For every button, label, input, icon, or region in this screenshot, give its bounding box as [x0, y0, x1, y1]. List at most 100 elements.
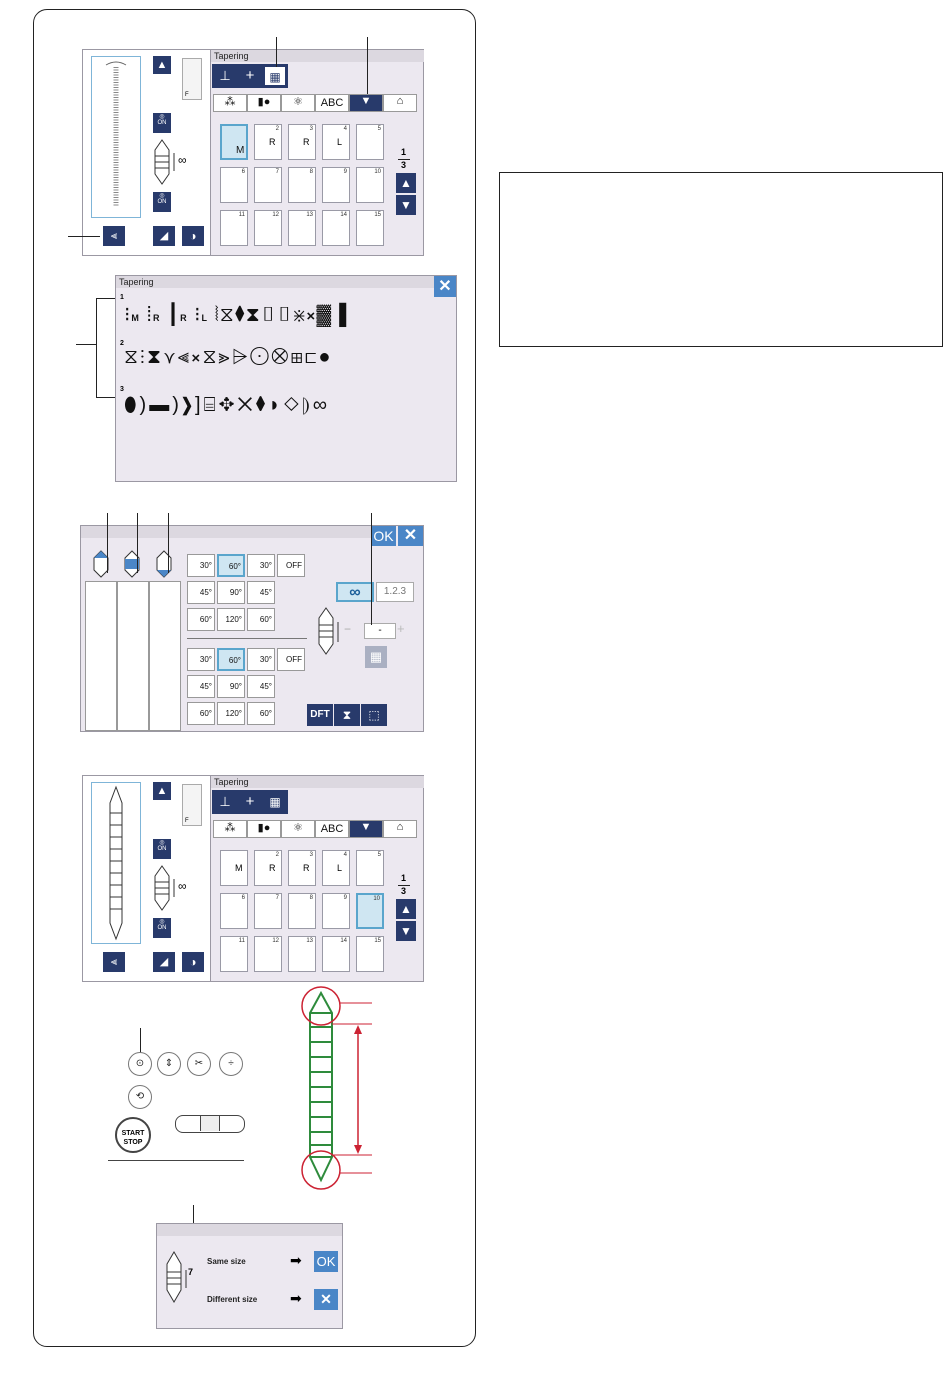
- start-angle-30-left[interactable]: 30°: [187, 554, 215, 577]
- end-angle-60-right[interactable]: 60°: [247, 702, 275, 725]
- tab-buttonhole-2[interactable]: ▮●: [247, 820, 281, 838]
- tab-utility-2[interactable]: ⁂: [213, 820, 247, 838]
- stitch-cell-8[interactable]: 8: [288, 167, 316, 203]
- page-up-button[interactable]: ▲: [396, 173, 416, 193]
- mirror-key-icon[interactable]: ◑: [182, 226, 204, 246]
- minus-button[interactable]: −: [344, 622, 352, 636]
- stitch-cell-13[interactable]: 13: [288, 210, 316, 246]
- row1-stitch-r1[interactable]: ⁞R: [146, 304, 161, 326]
- stitch-cell-9[interactable]: 9: [322, 167, 350, 203]
- row1-stitch-m[interactable]: ⁝M: [124, 304, 140, 326]
- tab-decorative[interactable]: ⚛: [281, 94, 315, 112]
- stitch-cell-15[interactable]: 15: [356, 210, 384, 246]
- lock-end-on-button-2[interactable]: ◎ON: [153, 918, 171, 938]
- end-angle-45-left[interactable]: 45°: [187, 675, 215, 698]
- dft-button[interactable]: DFT: [307, 704, 333, 726]
- stitch-cell-12[interactable]: 12: [254, 210, 282, 246]
- ok-button[interactable]: OK: [371, 526, 396, 546]
- needle-position-icon[interactable]: +: [245, 67, 255, 84]
- stitch-cell-5[interactable]: 5: [356, 124, 384, 160]
- presser-foot-mode-icon-2[interactable]: ⊥: [219, 794, 231, 809]
- page-up-button-2[interactable]: ▲: [396, 899, 416, 919]
- tab-utility[interactable]: ⁂: [213, 94, 247, 112]
- tab-shirt[interactable]: ⌂: [383, 94, 417, 112]
- stitch-cell-10[interactable]: 10: [356, 167, 384, 203]
- tab-buttonhole[interactable]: ▮●: [247, 94, 281, 112]
- end-taper-icon[interactable]: [156, 550, 172, 578]
- lock-end-on-button[interactable]: ◎ON: [153, 192, 171, 212]
- start-angle-45-right[interactable]: 45°: [247, 581, 275, 604]
- stitch-cell-b12[interactable]: 12: [254, 936, 282, 972]
- stitch-cell-b8[interactable]: 8: [288, 893, 316, 929]
- infinity-button[interactable]: ∞: [336, 582, 374, 602]
- start-angle-off[interactable]: OFF: [277, 554, 305, 577]
- elongation-key-icon-2[interactable]: ◢: [153, 952, 175, 972]
- stitch-cell-b10[interactable]: 10: [356, 893, 384, 929]
- stitch-cell-b5[interactable]: 5: [356, 850, 384, 886]
- plus-button[interactable]: +: [397, 621, 405, 636]
- stitch-menu-icon-2[interactable]: ▦: [269, 795, 281, 809]
- count-button[interactable]: 1.2.3: [376, 582, 414, 602]
- tab-letters-2[interactable]: ABC: [315, 820, 349, 838]
- tab-shirt-2[interactable]: ⌂: [383, 820, 417, 838]
- row1-stitch-rest[interactable]: ⦚⧖⧫⧗▯▯⋇⨯▓▐: [214, 304, 348, 326]
- reverse-button[interactable]: ⟲: [128, 1085, 152, 1109]
- cancel-button[interactable]: ✕: [398, 526, 423, 546]
- end-angle-60-left[interactable]: 60°: [187, 702, 215, 725]
- speed-slider-knob[interactable]: [200, 1116, 220, 1131]
- start-taper-icon[interactable]: [93, 550, 109, 578]
- memory-button[interactable]: ⬚: [361, 704, 387, 726]
- end-angle-30-right[interactable]: 30°: [247, 648, 275, 671]
- stitch-row-2[interactable]: ⧖⫶⧗⋎⫷⨯⧖⪢⩥⨀⨂⊞⊏●: [124, 346, 333, 368]
- page-down-button[interactable]: ▼: [396, 195, 416, 215]
- start-angle-45-left[interactable]: 45°: [187, 581, 215, 604]
- stitch-cell-6[interactable]: 6: [220, 167, 248, 203]
- tapering-key-icon-2[interactable]: ⫷: [103, 952, 125, 972]
- middle-taper-icon[interactable]: [124, 550, 140, 578]
- elongation-key-icon[interactable]: ◢: [153, 226, 175, 246]
- tab-tapering[interactable]: ▼: [349, 94, 383, 112]
- lock-start-on-button-2[interactable]: ◎ON: [153, 839, 171, 859]
- lock-stitch-button[interactable]: ⊙: [128, 1052, 152, 1076]
- needle-up-down-button[interactable]: ⇕: [157, 1052, 181, 1076]
- dialog-ok-button[interactable]: OK: [314, 1251, 338, 1272]
- tab-decorative-2[interactable]: ⚛: [281, 820, 315, 838]
- end-angle-off[interactable]: OFF: [277, 648, 305, 671]
- stitch-cell-14[interactable]: 14: [322, 210, 350, 246]
- end-angle-45-right[interactable]: 45°: [247, 675, 275, 698]
- presser-foot-mode-icon[interactable]: ⊥: [219, 68, 231, 83]
- end-angle-90[interactable]: 90°: [217, 675, 245, 698]
- stitch-row-1[interactable]: ⁝M ⁞R ┃R ⁝L ⦚⧖⧫⧗▯▯⋇⨯▓▐: [124, 302, 449, 332]
- stitch-menu-icon[interactable]: ▦: [264, 66, 286, 86]
- stitch-cell-b14[interactable]: 14: [322, 936, 350, 972]
- stitch-cell-7[interactable]: 7: [254, 167, 282, 203]
- stitch-cell-1[interactable]: M: [220, 124, 248, 160]
- row1-stitch-l[interactable]: ⁝L: [194, 304, 209, 326]
- tab-letters[interactable]: ABC: [315, 94, 349, 112]
- calculator-icon[interactable]: ▦: [365, 646, 387, 668]
- stitch-cell-b6[interactable]: 6: [220, 893, 248, 929]
- start-angle-60-center[interactable]: 60°: [217, 554, 245, 577]
- needle-up-icon-2[interactable]: ▲: [153, 782, 171, 800]
- mirror-button[interactable]: ⧗: [334, 704, 360, 726]
- stitch-cell-11[interactable]: 11: [220, 210, 248, 246]
- tab-tapering-2[interactable]: ▼: [349, 820, 383, 838]
- mirror-key-icon-2[interactable]: ◑: [182, 952, 204, 972]
- end-angle-60-center[interactable]: 60°: [217, 648, 245, 671]
- stitch-cell-b7[interactable]: 7: [254, 893, 282, 929]
- stitch-cell-b9[interactable]: 9: [322, 893, 350, 929]
- needle-position-icon-2[interactable]: +: [245, 793, 255, 810]
- start-angle-60-left[interactable]: 60°: [187, 608, 215, 631]
- lock-start-on-button[interactable]: ◎ON: [153, 113, 171, 133]
- needle-up-icon[interactable]: ▲: [153, 56, 171, 74]
- end-angle-30-left[interactable]: 30°: [187, 648, 215, 671]
- start-angle-90[interactable]: 90°: [217, 581, 245, 604]
- tapering-key-icon[interactable]: ⫷: [103, 226, 125, 246]
- thread-cutter-button[interactable]: ✂: [187, 1052, 211, 1076]
- end-angle-120[interactable]: 120°: [217, 702, 245, 725]
